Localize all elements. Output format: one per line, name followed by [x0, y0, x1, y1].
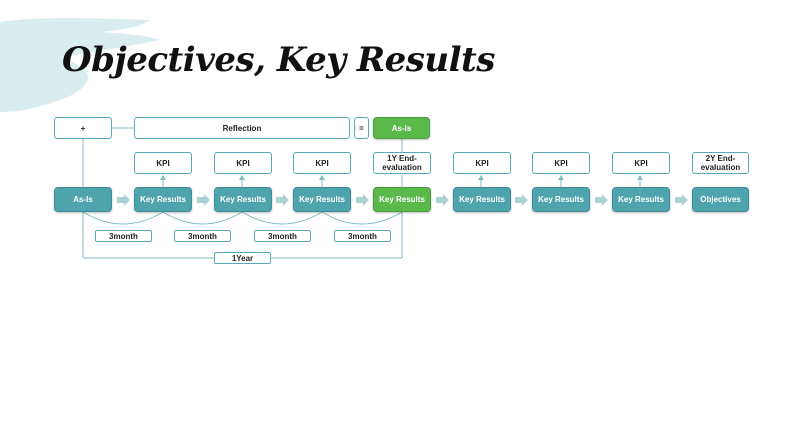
kpi-box-2: KPI [214, 152, 272, 174]
month-label-3: 3month [254, 230, 311, 242]
brush-stroke-decoration [0, 18, 160, 112]
key-results-box-6: Key Results [532, 187, 590, 212]
kpi-box-4: KPI [453, 152, 511, 174]
month-label-4: 3month [334, 230, 391, 242]
month-label-1: 3month [95, 230, 152, 242]
reflection-box: Reflection [134, 117, 350, 139]
two-year-evaluation-box: 2Y End- evaluation [692, 152, 749, 174]
page-title: Objectives, Key Results [62, 40, 495, 80]
arrow-right-icon [515, 194, 528, 206]
key-results-box-7: Key Results [612, 187, 670, 212]
kpi-box-1: KPI [134, 152, 192, 174]
arrow-right-icon [356, 194, 369, 206]
as-is-start-box: As-Is [54, 187, 112, 212]
objectives-box: Objectives [692, 187, 749, 212]
kpi-box-5: KPI [532, 152, 590, 174]
key-results-box-5: Key Results [453, 187, 511, 212]
arrow-right-icon [675, 194, 688, 206]
arrow-right-icon [197, 194, 210, 206]
arrow-right-icon [276, 194, 289, 206]
equals-box: = [354, 117, 369, 139]
month-label-2: 3month [174, 230, 231, 242]
kpi-box-6: KPI [612, 152, 670, 174]
year-label: 1Year [214, 252, 271, 264]
key-results-box-1: Key Results [134, 187, 192, 212]
arrow-right-icon [436, 194, 449, 206]
arrow-right-icon [117, 194, 130, 206]
key-results-box-3: Key Results [293, 187, 351, 212]
arrow-right-icon [595, 194, 608, 206]
as-is-result-box: As-Is [373, 117, 430, 139]
plus-box: + [54, 117, 112, 139]
key-results-box-2: Key Results [214, 187, 272, 212]
key-results-box-year1: Key Results [373, 187, 431, 212]
kpi-box-3: KPI [293, 152, 351, 174]
one-year-evaluation-box: 1Y End- evaluation [373, 152, 431, 174]
